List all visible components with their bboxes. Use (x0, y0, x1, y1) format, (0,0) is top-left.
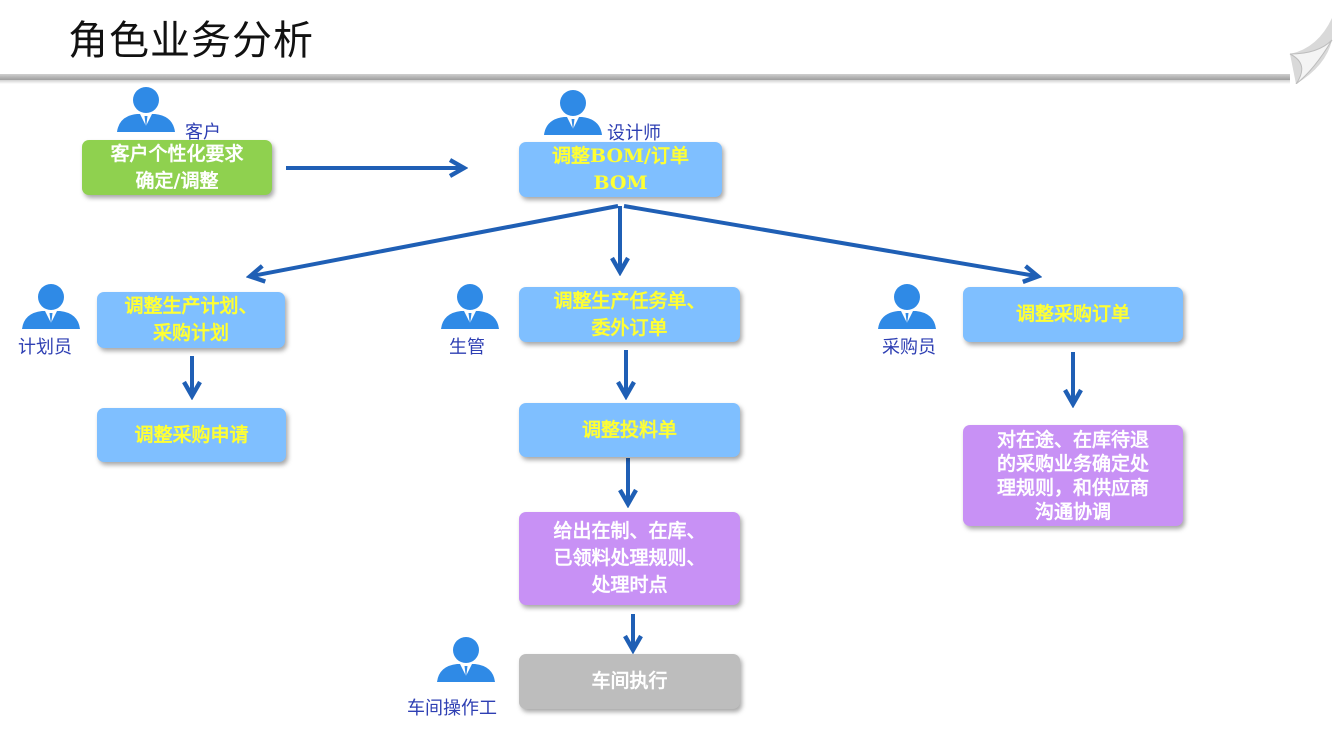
box-adjust-purchase-request: 调整采购申请 (97, 408, 286, 462)
page-curl-decoration (1289, 18, 1333, 84)
buyer-person-icon (878, 284, 936, 329)
title-underline-shadow (0, 80, 1290, 84)
box-handling-rules: 给出在制、在库、 已领料处理规则、 处理时点 (519, 512, 740, 605)
role-label-planner: 计划员 (18, 337, 72, 358)
arrow-bom-to-purchase-order (623, 204, 1036, 276)
designer-person-icon (544, 90, 602, 135)
box-adjust-task: 调整生产任务单、 委外订单 (519, 287, 740, 342)
box-purchase-handling: 对在途、在库待退 的采购业务确定处 理规则，和供应商 沟通协调 (963, 425, 1183, 526)
arrow-bom-to-plan (252, 204, 619, 276)
title-underline-bar (0, 74, 1290, 80)
planner-person-icon (22, 284, 80, 329)
box-adjust-plan: 调整生产计划、 采购计划 (97, 292, 285, 348)
customer-person-icon (117, 87, 175, 132)
operator-person-icon (437, 637, 495, 682)
production-manager-person-icon (441, 284, 499, 329)
role-label-designer: 设计师 (607, 123, 661, 144)
role-label-buyer: 采购员 (882, 337, 936, 358)
box-workshop-execute: 车间执行 (519, 654, 740, 709)
box-adjust-feed: 调整投料单 (519, 403, 740, 457)
box-adjust-purchase-order: 调整采购订单 (963, 287, 1183, 342)
box-adjust-bom: 调整BOM/订单 BOM (519, 142, 722, 197)
role-label-operator: 车间操作工 (407, 698, 497, 719)
role-label-customer: 客户 (185, 122, 221, 143)
box-customer-request: 客户个性化要求 确定/调整 (82, 140, 272, 195)
role-label-production-manager: 生管 (449, 337, 485, 358)
page-title: 角色业务分析 (68, 18, 314, 64)
